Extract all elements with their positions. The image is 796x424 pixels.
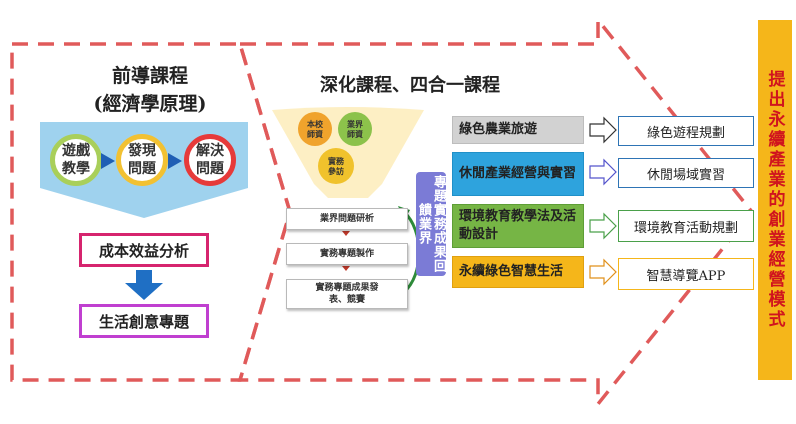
circle-find-problem: 發現問題 (116, 134, 168, 186)
result-green-itinerary: 綠色遊程規劃 (618, 116, 754, 146)
result-smart-guide-app: 智慧導覽APP (618, 258, 754, 290)
topic-sustainable-smart-living: 永續綠色智慧生活 (452, 256, 584, 288)
topic-leisure-industry: 休閒產業經營與實習 (452, 152, 584, 196)
hollow-arrow-3 (589, 212, 617, 240)
circle-arrow-2 (168, 153, 182, 169)
feedback-vertical-label: 專題實務成果回饋業界 (416, 172, 446, 276)
circle-game-teaching: 遊戲教學 (50, 134, 102, 186)
circle-arrow-1 (101, 153, 115, 169)
middle-title: 深化課程、四合一課程 (320, 75, 500, 96)
funnel-field-visits: 實務參訪 (318, 148, 354, 184)
step-project-production: 實務專題製作 (286, 243, 408, 265)
left-title: 前導課程 (111, 64, 188, 87)
hollow-arrow-4 (589, 258, 617, 286)
step-industry-analysis: 業界問題研析 (286, 208, 408, 230)
topic-green-agritourism: 綠色農業旅遊 (452, 116, 584, 144)
funnel-industry-teachers: 業界師資 (338, 112, 372, 146)
result-environmental-activity: 環境教育活動規劃 (618, 210, 754, 242)
circle-solve-problem: 解決問題 (184, 134, 236, 186)
creative-project-box: 生活創意專題 (79, 304, 209, 338)
main-dashed-arrow (237, 15, 755, 409)
cost-benefit-box: 成本效益分析 (79, 233, 209, 267)
left-subtitle: (經濟學原理) (93, 92, 207, 115)
down-arrow (125, 270, 163, 300)
hollow-arrow-1 (589, 116, 617, 144)
entrepreneurship-side-label: 提出永續產業的創業經營模式 (758, 20, 792, 380)
result-leisure-internship: 休閒場域實習 (618, 158, 754, 188)
topic-environmental-education: 環境教育教學法及活動設計 (452, 204, 584, 248)
funnel-school-teachers: 本校師資 (298, 112, 332, 146)
left-dashed-frame (10, 42, 292, 382)
step-results-presentation: 實務專題成果發表、競賽 (286, 279, 408, 309)
hollow-arrow-2 (589, 158, 617, 186)
